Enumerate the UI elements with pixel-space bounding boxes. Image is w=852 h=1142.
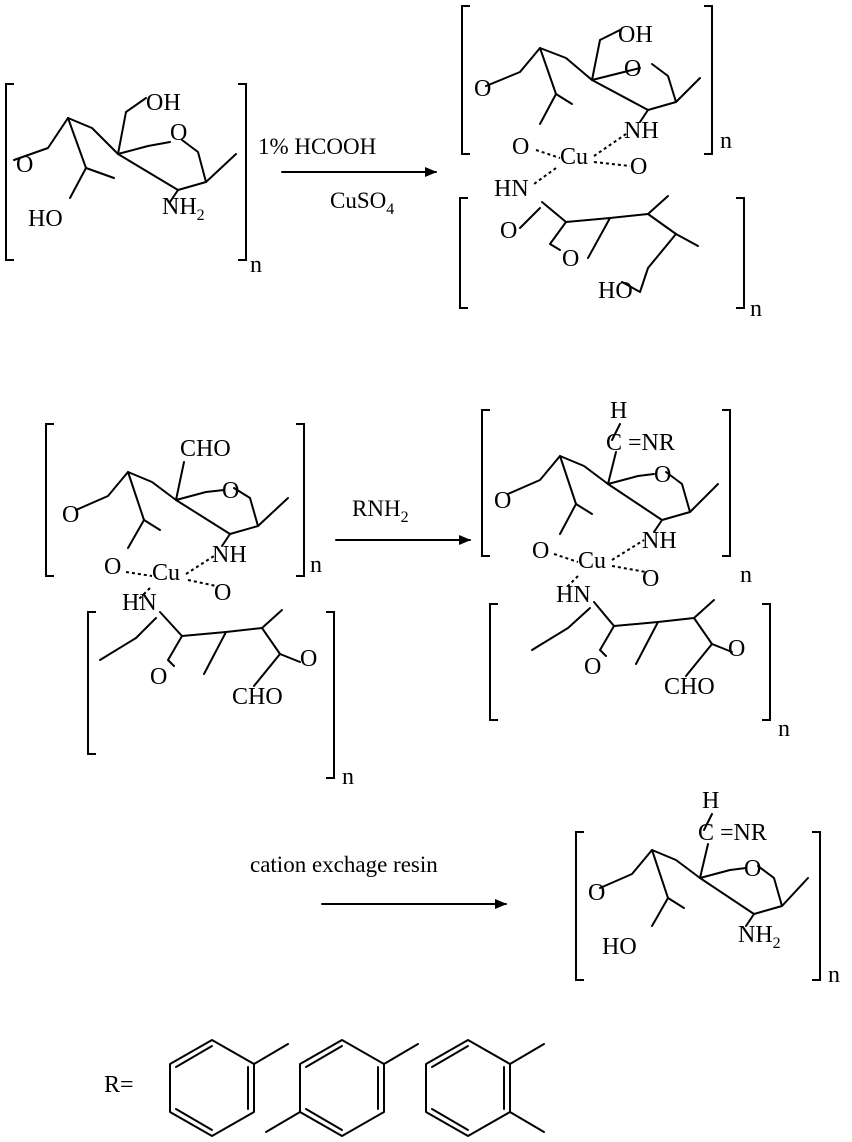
svg-text:H: H	[702, 788, 719, 814]
step2-arrow: RNH2	[335, 496, 471, 545]
svg-text:O: O	[222, 478, 239, 504]
aldehyde-cu-complex: CHO O O NH O n Cu O HN O O CHO n	[45, 423, 354, 790]
svg-text:CHO: CHO	[232, 684, 283, 710]
svg-text:H: H	[610, 398, 627, 424]
glycosidic-oxygen-label: O	[16, 152, 33, 178]
svg-text:O: O	[214, 580, 231, 606]
step2-reagent: RNH2	[352, 496, 409, 526]
svg-text:n: n	[778, 716, 790, 742]
svg-text:O: O	[104, 554, 121, 580]
r-group-dimethylphenyl	[425, 1039, 545, 1137]
svg-text:HN: HN	[556, 582, 591, 608]
svg-text:n: n	[310, 552, 322, 578]
svg-text:HN: HN	[494, 176, 529, 202]
svg-text:O: O	[532, 538, 549, 564]
svg-text:O: O	[588, 880, 605, 906]
svg-text:NH: NH	[212, 542, 247, 568]
svg-text:O: O	[562, 246, 579, 272]
svg-text:Cu: Cu	[578, 548, 606, 574]
step1-arrow: 1% HCOOH CuSO4	[258, 134, 437, 218]
repeat-n-label: n	[250, 252, 262, 278]
step3-reagent: cation exchage resin	[250, 852, 438, 877]
svg-text:HN: HN	[122, 590, 157, 616]
svg-text:O: O	[728, 636, 745, 662]
svg-text:n: n	[828, 962, 840, 988]
svg-text:Cu: Cu	[152, 560, 180, 586]
amine-label: NH2	[162, 194, 205, 224]
svg-text:n: n	[740, 562, 752, 588]
svg-text:n: n	[720, 128, 732, 154]
oh-label: OH	[146, 90, 181, 116]
svg-text:n: n	[342, 764, 354, 790]
right-bracket	[238, 83, 247, 261]
left-bracket	[5, 83, 14, 261]
svg-text:O: O	[512, 134, 529, 160]
step1-reagent-top: 1% HCOOH	[258, 134, 376, 159]
schiff-base-cu-complex: H C =NR O O NH O n Cu O HN O O CHO n	[481, 398, 790, 742]
step3-arrow: cation exchage resin	[250, 852, 507, 909]
svg-text:C =NR: C =NR	[698, 820, 767, 846]
svg-text:NH: NH	[624, 118, 659, 144]
svg-text:OH: OH	[618, 22, 653, 48]
aldehyde-label: CHO	[180, 436, 231, 462]
r-equals-label: R=	[104, 1072, 134, 1098]
copper-label: Cu	[560, 144, 588, 170]
ring-oxygen-label: O	[170, 120, 187, 146]
r-group-p-tolyl	[265, 1039, 419, 1137]
svg-text:O: O	[654, 462, 671, 488]
svg-text:O: O	[584, 654, 601, 680]
svg-text:O: O	[300, 646, 317, 672]
svg-text:O: O	[630, 154, 647, 180]
svg-text:HO: HO	[602, 934, 637, 960]
svg-text:HO: HO	[598, 278, 633, 304]
svg-text:CHO: CHO	[664, 674, 715, 700]
svg-text:O: O	[744, 856, 761, 882]
svg-text:O: O	[500, 218, 517, 244]
r-group-definition: R=	[104, 1039, 545, 1137]
r-group-phenyl	[169, 1039, 289, 1137]
schiff-base-chitosan: H C =NR O O HO NH2 n	[575, 788, 840, 988]
svg-text:O: O	[150, 664, 167, 690]
svg-text:O: O	[624, 56, 641, 82]
imine-label: C =NR	[606, 430, 675, 456]
cu-chitosan-complex: OH O O NH O n Cu O HN O O HO n	[459, 5, 762, 322]
ho-label: HO	[28, 206, 63, 232]
svg-text:O: O	[474, 76, 491, 102]
svg-text:NH: NH	[642, 528, 677, 554]
svg-text:n: n	[750, 296, 762, 322]
svg-text:NH2: NH2	[738, 922, 781, 952]
svg-text:O: O	[642, 566, 659, 592]
svg-text:O: O	[494, 488, 511, 514]
step1-reagent-bottom: CuSO4	[330, 188, 394, 218]
chitosan-unit: OH O O HO NH2 n	[5, 83, 262, 278]
svg-text:O: O	[62, 502, 79, 528]
